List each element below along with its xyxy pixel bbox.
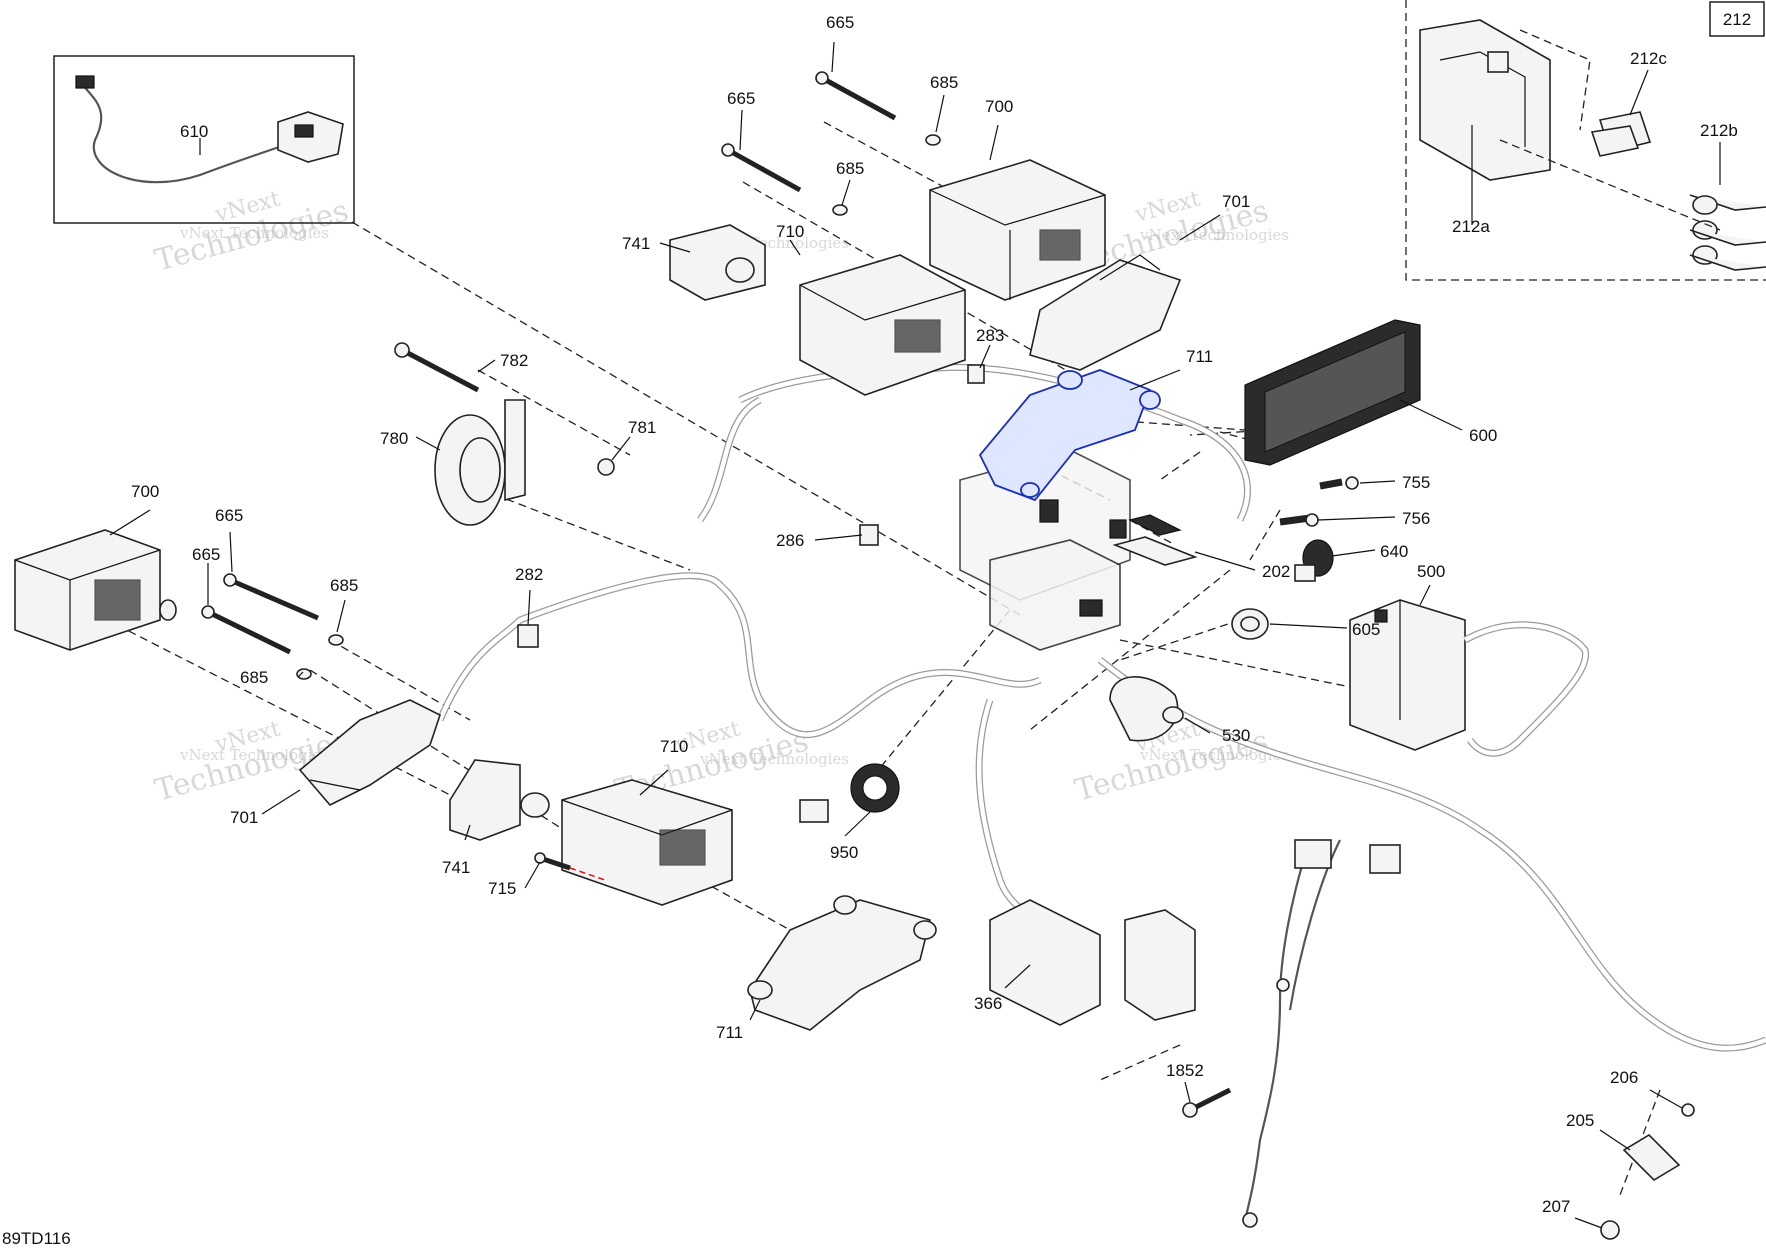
callout-label: 283 bbox=[976, 326, 1004, 345]
callout-label: 685 bbox=[330, 576, 358, 595]
callout-label: 710 bbox=[776, 222, 804, 241]
bolt-665-left1 bbox=[223, 573, 319, 621]
bracket-701-top bbox=[1029, 254, 1182, 371]
module-710-top bbox=[799, 254, 966, 396]
callout-label: 665 bbox=[215, 506, 243, 525]
inset-ref-box bbox=[1709, 1, 1765, 37]
callout-label: 366 bbox=[974, 994, 1002, 1013]
bracket-711-highlighted bbox=[978, 369, 1161, 502]
module-700-left bbox=[14, 529, 177, 651]
clip-286 bbox=[859, 524, 879, 546]
washer-685 bbox=[832, 204, 848, 216]
seal-212c bbox=[1590, 111, 1652, 157]
callout-label: 530 bbox=[1222, 726, 1250, 745]
callout-label: 701 bbox=[1222, 192, 1250, 211]
callout-label: 700 bbox=[985, 97, 1013, 116]
gauge-600 bbox=[1244, 319, 1421, 466]
callout-label: 782 bbox=[500, 351, 528, 370]
module-700-top bbox=[929, 159, 1106, 301]
callout-label: 212b bbox=[1700, 121, 1738, 140]
inset-box-610 bbox=[53, 55, 355, 224]
bolt-665-top bbox=[815, 71, 897, 121]
callout-label: 600 bbox=[1469, 426, 1497, 445]
callout-label: 665 bbox=[826, 13, 854, 32]
callout-label: 685 bbox=[240, 668, 268, 687]
nut-781 bbox=[597, 458, 615, 476]
callout-label: 715 bbox=[488, 879, 516, 898]
bolt-1852 bbox=[1182, 1087, 1232, 1118]
diagram-id: 89TD116 bbox=[2, 1229, 71, 1248]
clip-283 bbox=[967, 364, 985, 384]
callout-label: 605 bbox=[1352, 620, 1380, 639]
callout-label: 685 bbox=[930, 73, 958, 92]
bolt-665-mid bbox=[721, 143, 802, 193]
ignition-530 bbox=[1109, 676, 1184, 742]
washer-685 bbox=[925, 134, 941, 146]
watermark-inline: vNext Technologies bbox=[1139, 226, 1289, 244]
sensor-cable-610 bbox=[75, 75, 344, 184]
module-710-left bbox=[561, 779, 733, 906]
callout-label: 500 bbox=[1417, 562, 1445, 581]
callout-label: 755 bbox=[1402, 473, 1430, 492]
callout-label: 286 bbox=[776, 531, 804, 550]
bolt-665-left2 bbox=[201, 605, 292, 655]
callout-label: 710 bbox=[660, 737, 688, 756]
callout-label: 665 bbox=[727, 89, 755, 108]
pedal-module-366 bbox=[989, 899, 1196, 1026]
connector-202 bbox=[1112, 514, 1198, 566]
inset-ref-label: 212 bbox=[1723, 10, 1751, 29]
callout-label: 700 bbox=[131, 482, 159, 501]
washer-685 bbox=[328, 634, 344, 646]
callout-label: 741 bbox=[442, 858, 470, 877]
callout-label: 780 bbox=[380, 429, 408, 448]
clip-205 bbox=[1622, 1133, 1681, 1182]
callout-label: 665 bbox=[192, 545, 220, 564]
bracket-741-top bbox=[669, 224, 766, 301]
callout-label: 610 bbox=[180, 122, 208, 141]
callout-label: 212c bbox=[1630, 49, 1667, 68]
connector-212a bbox=[1419, 19, 1551, 181]
clip-282 bbox=[517, 624, 539, 648]
terminals-212b bbox=[1689, 194, 1766, 271]
callout-label: 212a bbox=[1452, 217, 1490, 236]
callout-label: 202 bbox=[1262, 562, 1290, 581]
watermark-inline: vNext Technologies bbox=[1139, 746, 1289, 764]
bolt-755 bbox=[1319, 476, 1359, 490]
callout-label: 1852 bbox=[1166, 1061, 1204, 1080]
sensor-lead bbox=[1242, 839, 1401, 1228]
callout-label: 781 bbox=[628, 418, 656, 437]
bracket-741-left bbox=[449, 759, 550, 841]
callout-label: 640 bbox=[1380, 542, 1408, 561]
callout-label: 950 bbox=[830, 843, 858, 862]
nut-206 bbox=[1681, 1103, 1695, 1117]
callout-label: 741 bbox=[622, 234, 650, 253]
switch-housing-500 bbox=[1349, 599, 1590, 757]
callout-label: 282 bbox=[515, 565, 543, 584]
callout-label: 206 bbox=[1610, 1068, 1638, 1087]
grommet-605 bbox=[1231, 608, 1269, 640]
callout-label: 756 bbox=[1402, 509, 1430, 528]
socket-950 bbox=[799, 763, 900, 823]
callout-label: 701 bbox=[230, 808, 258, 827]
callout-label: 207 bbox=[1542, 1197, 1570, 1216]
bracket-711-bottom bbox=[747, 895, 937, 1031]
bolt-782 bbox=[394, 342, 480, 393]
inset-box-212 bbox=[1405, 0, 1766, 281]
callout-label: 711 bbox=[716, 1023, 743, 1042]
leader-lines bbox=[109, 41, 1683, 1229]
washer-207 bbox=[1600, 1220, 1620, 1240]
washer-685 bbox=[296, 668, 312, 680]
bolt-756 bbox=[1279, 513, 1319, 527]
watermark-inline: vNext Technologies bbox=[179, 746, 329, 764]
callout-label: 685 bbox=[836, 159, 864, 178]
sensor-640 bbox=[1294, 539, 1334, 582]
watermark-inline: vNext Technologies bbox=[179, 224, 329, 242]
horn-780 bbox=[434, 399, 526, 526]
callout-label: 205 bbox=[1566, 1111, 1594, 1130]
bracket-701-left bbox=[298, 699, 441, 806]
callout-label: 711 bbox=[1186, 347, 1213, 366]
watermark-inline: vNext Technologies bbox=[699, 750, 849, 768]
